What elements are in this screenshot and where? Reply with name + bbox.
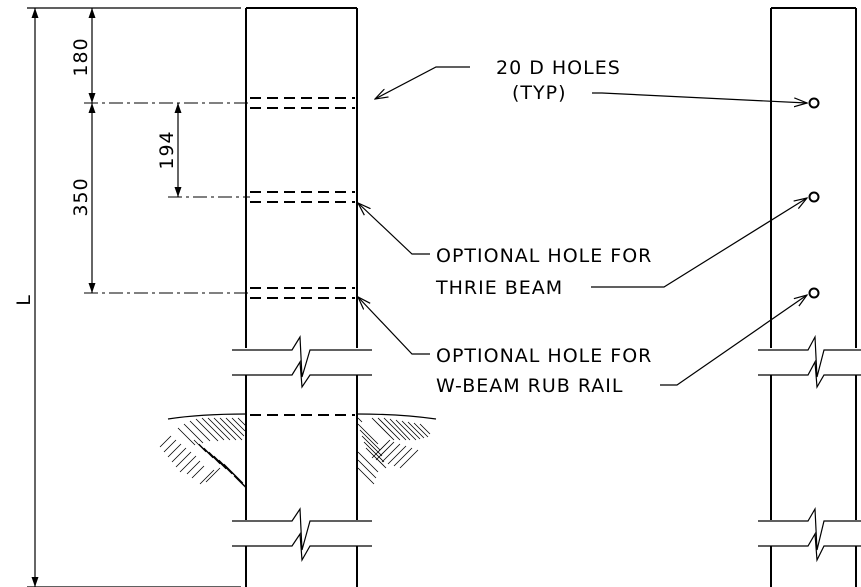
hole-centerlines — [84, 102, 250, 294]
dimension-L: L — [13, 7, 241, 587]
wbeam-label-line2: W-BEAM RUB RAIL — [436, 375, 623, 397]
dimension-350-label: 350 — [70, 177, 92, 216]
callout-thrie-beam: OPTIONAL HOLE FOR THRIE BEAM — [358, 198, 807, 299]
typ-label: (TYP) — [512, 82, 567, 104]
thrie-label-line1: OPTIONAL HOLE FOR — [436, 245, 652, 267]
right-post — [770, 7, 857, 587]
dimension-194-label: 194 — [156, 130, 178, 169]
bolt-holes — [808, 97, 820, 299]
holes-label: 20 D HOLES — [496, 57, 621, 79]
dimension-180-label: 180 — [70, 37, 92, 76]
left-post — [245, 7, 358, 587]
dimension-194: 194 — [156, 103, 182, 197]
thrie-label-line2: THRIE BEAM — [435, 277, 563, 299]
right-break-upper — [758, 334, 861, 389]
dimension-350: 350 — [70, 103, 96, 293]
soil-hatch-right — [357, 417, 431, 485]
soil-hatch-left — [159, 417, 247, 489]
wbeam-label-line1: OPTIONAL HOLE FOR — [436, 345, 652, 367]
ground-line — [167, 413, 437, 420]
callout-20d-holes: 20 D HOLES (TYP) — [375, 57, 807, 104]
dimension-180: 180 — [70, 7, 96, 103]
left-break-lower — [232, 507, 372, 562]
callout-w-beam: OPTIONAL HOLE FOR W-BEAM RUB RAIL — [358, 295, 807, 397]
left-break-upper — [232, 335, 372, 389]
right-break-lower — [758, 506, 861, 563]
hidden-hole-lines — [250, 97, 355, 416]
dimension-L-label: L — [13, 294, 35, 306]
